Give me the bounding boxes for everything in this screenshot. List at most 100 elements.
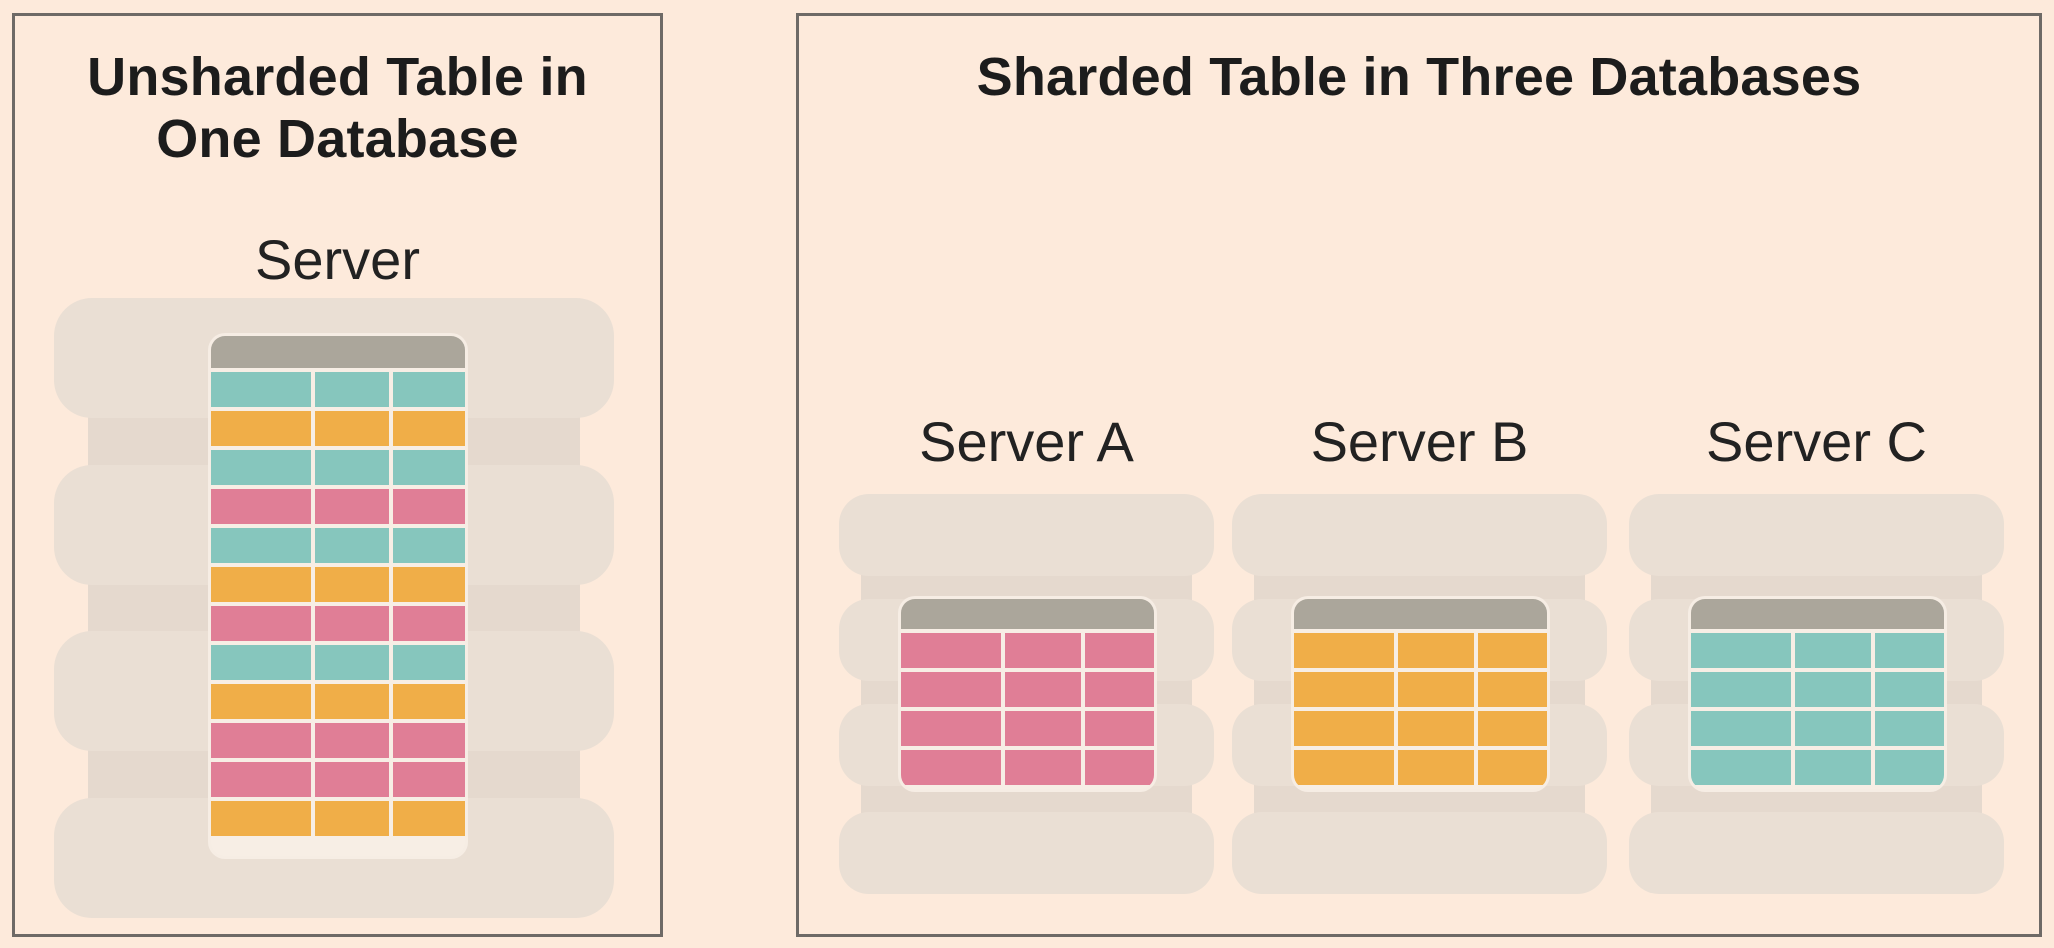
table-cell xyxy=(1398,750,1474,785)
table-cell xyxy=(1085,633,1154,668)
sharded-panel: Sharded Table in Three Databases Server … xyxy=(796,13,2042,937)
unsharded-title-line1: Unsharded Table in xyxy=(87,47,588,107)
table-row-orange xyxy=(1294,633,1547,668)
table-cell xyxy=(1691,750,1791,785)
table-cell xyxy=(211,801,311,836)
table-row-pink xyxy=(211,723,465,758)
table-cell xyxy=(1085,672,1154,707)
table-row-teal xyxy=(1691,750,1944,785)
table-cell xyxy=(1795,672,1871,707)
table-row-teal xyxy=(1691,633,1944,668)
table-row-pink xyxy=(901,750,1154,785)
table-header xyxy=(211,336,465,368)
table-cell xyxy=(393,606,465,641)
table-cell xyxy=(211,489,311,524)
table-row-pink xyxy=(901,672,1154,707)
database-disk xyxy=(1232,494,1607,576)
table-cell xyxy=(1478,633,1547,668)
table-cell xyxy=(211,411,311,446)
table-cell xyxy=(1875,750,1944,785)
table-cell xyxy=(901,750,1001,785)
table-cell xyxy=(1875,711,1944,746)
table-row-teal xyxy=(211,528,465,563)
table-cell xyxy=(315,606,389,641)
unsharded-table xyxy=(211,336,465,856)
database-disk xyxy=(839,812,1214,894)
table-cell xyxy=(393,762,465,797)
table-row-orange xyxy=(211,411,465,446)
table-cell xyxy=(1691,672,1791,707)
table-cell xyxy=(211,762,311,797)
table-cell xyxy=(1005,672,1081,707)
table-cell xyxy=(393,411,465,446)
table-cell xyxy=(393,489,465,524)
table-cell xyxy=(1085,750,1154,785)
table-cell xyxy=(1294,711,1394,746)
table-cell xyxy=(1294,672,1394,707)
table-cell xyxy=(315,684,389,719)
unsharded-title: Unsharded Table in One Database xyxy=(15,46,660,170)
table-cell xyxy=(211,372,311,407)
table-cell xyxy=(1795,633,1871,668)
server-label-c: Server C xyxy=(1706,410,1927,473)
unsharded-title-line2: One Database xyxy=(156,109,519,169)
table-cell xyxy=(315,372,389,407)
table-cell xyxy=(1294,633,1394,668)
table-cell xyxy=(1398,672,1474,707)
table-row-orange xyxy=(211,567,465,602)
table-row-orange xyxy=(1294,711,1547,746)
table-cell xyxy=(1875,633,1944,668)
table-cell xyxy=(211,606,311,641)
table-cell xyxy=(393,372,465,407)
table-row-pink xyxy=(211,762,465,797)
table-cell xyxy=(1875,672,1944,707)
table-row-orange xyxy=(211,684,465,719)
table-cell xyxy=(393,450,465,485)
table-cell xyxy=(315,450,389,485)
table-cell xyxy=(1005,633,1081,668)
table-cell xyxy=(1691,633,1791,668)
table-cell xyxy=(315,801,389,836)
server-label: Server xyxy=(255,228,420,291)
shard-table-b xyxy=(1294,599,1547,789)
table-cell xyxy=(211,528,311,563)
table-cell xyxy=(315,762,389,797)
table-row-teal xyxy=(1691,672,1944,707)
table-cell xyxy=(315,528,389,563)
table-cell xyxy=(1398,633,1474,668)
table-cell xyxy=(211,567,311,602)
table-cell xyxy=(211,684,311,719)
table-cell xyxy=(1005,711,1081,746)
table-cell xyxy=(315,567,389,602)
database-disk xyxy=(1629,494,2004,576)
table-cell xyxy=(901,633,1001,668)
table-cell xyxy=(393,645,465,680)
table-cell xyxy=(1691,711,1791,746)
table-row-orange xyxy=(1294,750,1547,785)
table-cell xyxy=(211,645,311,680)
table-row-teal xyxy=(211,372,465,407)
table-cell xyxy=(315,489,389,524)
database-disk xyxy=(839,494,1214,576)
table-cell xyxy=(393,723,465,758)
table-row-orange xyxy=(1294,672,1547,707)
sharded-title: Sharded Table in Three Databases xyxy=(976,47,1862,107)
table-row-orange xyxy=(211,801,465,836)
table-cell xyxy=(1478,672,1547,707)
table-row-pink xyxy=(901,711,1154,746)
table-cell xyxy=(1398,711,1474,746)
unsharded-panel: Unsharded Table in One Database Server xyxy=(12,13,663,937)
table-row-teal xyxy=(1691,711,1944,746)
server-label-b: Server B xyxy=(1310,410,1529,473)
table-cell xyxy=(1005,750,1081,785)
table-cell xyxy=(315,645,389,680)
table-row-teal xyxy=(211,645,465,680)
database-disk xyxy=(1232,812,1607,894)
table-row-pink xyxy=(901,633,1154,668)
table-cell xyxy=(211,723,311,758)
table-cell xyxy=(315,723,389,758)
shard-table-a xyxy=(901,599,1154,789)
table-cell xyxy=(315,411,389,446)
table-cell xyxy=(901,711,1001,746)
shard-table-c xyxy=(1691,599,1944,789)
